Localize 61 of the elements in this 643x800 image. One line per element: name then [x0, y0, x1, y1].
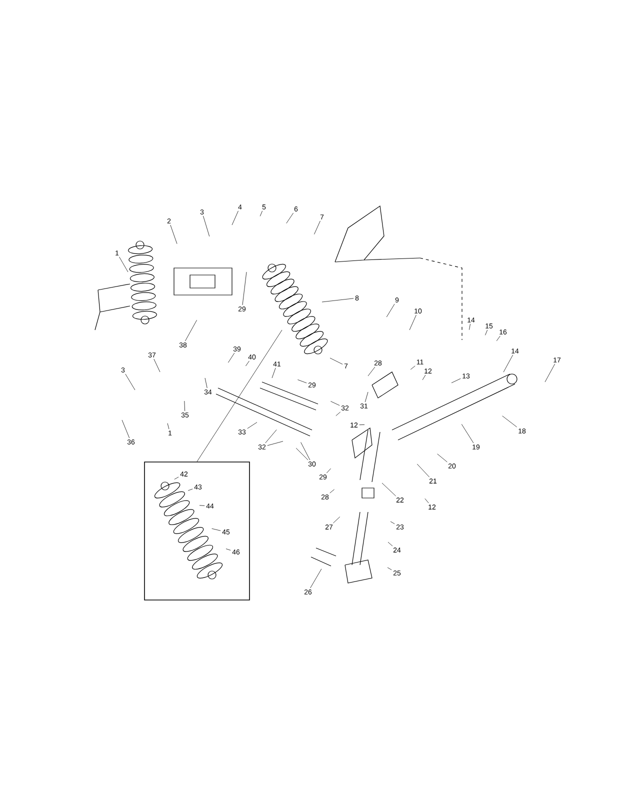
- leader-line: [422, 374, 426, 380]
- leader-line: [174, 476, 179, 480]
- leader-line: [388, 542, 393, 546]
- leader-line: [544, 364, 556, 382]
- leader-line: [296, 448, 308, 460]
- leader-line: [410, 366, 416, 370]
- leader-line: [496, 336, 500, 342]
- leader-line: [242, 272, 247, 306]
- leader-line: [119, 256, 128, 272]
- leader-line: [382, 482, 396, 496]
- leader-line: [386, 304, 395, 318]
- leader-line: [330, 401, 340, 406]
- leader-line: [228, 352, 235, 363]
- leader-line: [286, 212, 294, 224]
- leader-line: [451, 378, 461, 384]
- leader-line: [212, 528, 221, 531]
- leader-line: [265, 430, 277, 444]
- leader-line: [333, 516, 340, 524]
- leader-line: [298, 380, 307, 384]
- leader-line: [300, 442, 310, 460]
- leader-line: [326, 468, 331, 474]
- leader-line: [247, 422, 258, 429]
- leader-line: [336, 412, 341, 416]
- leader-line: [267, 441, 284, 446]
- leader-line: [226, 548, 231, 550]
- leader-line: [167, 423, 170, 430]
- leader-line: [122, 420, 130, 438]
- leader-line: [204, 378, 208, 388]
- leader-line: [409, 314, 416, 330]
- leader-line: [503, 354, 514, 372]
- leader-line: [232, 210, 238, 226]
- leader-line: [437, 454, 448, 462]
- leader-line: [196, 330, 282, 462]
- leader-line: [461, 424, 474, 444]
- leader-line: [359, 424, 365, 426]
- leader-line: [469, 324, 470, 330]
- leader-line: [330, 489, 334, 494]
- leader-line: [424, 498, 429, 504]
- leader-line: [203, 216, 210, 237]
- leader-line: [185, 320, 197, 342]
- leader-line: [125, 374, 136, 390]
- leader-line: [199, 505, 205, 506]
- leader-line: [322, 298, 354, 302]
- leader-line: [390, 521, 395, 524]
- leader-line: [502, 416, 518, 428]
- leader-line: [260, 210, 263, 216]
- leader-line: [368, 366, 376, 376]
- leader-line: [272, 368, 276, 378]
- leader-line: [188, 488, 193, 491]
- leader-line: [387, 567, 392, 570]
- leader-line: [246, 360, 250, 366]
- leader-line: [314, 220, 320, 234]
- leader-line: [310, 568, 322, 588]
- leader-line: [330, 358, 343, 364]
- leader-line: [364, 392, 368, 402]
- leader-line: [154, 358, 160, 372]
- leader-line: [184, 400, 186, 412]
- inset-box: [144, 462, 250, 600]
- leader-line: [485, 330, 488, 336]
- leader-line: [170, 224, 178, 244]
- leader-line: [416, 464, 430, 478]
